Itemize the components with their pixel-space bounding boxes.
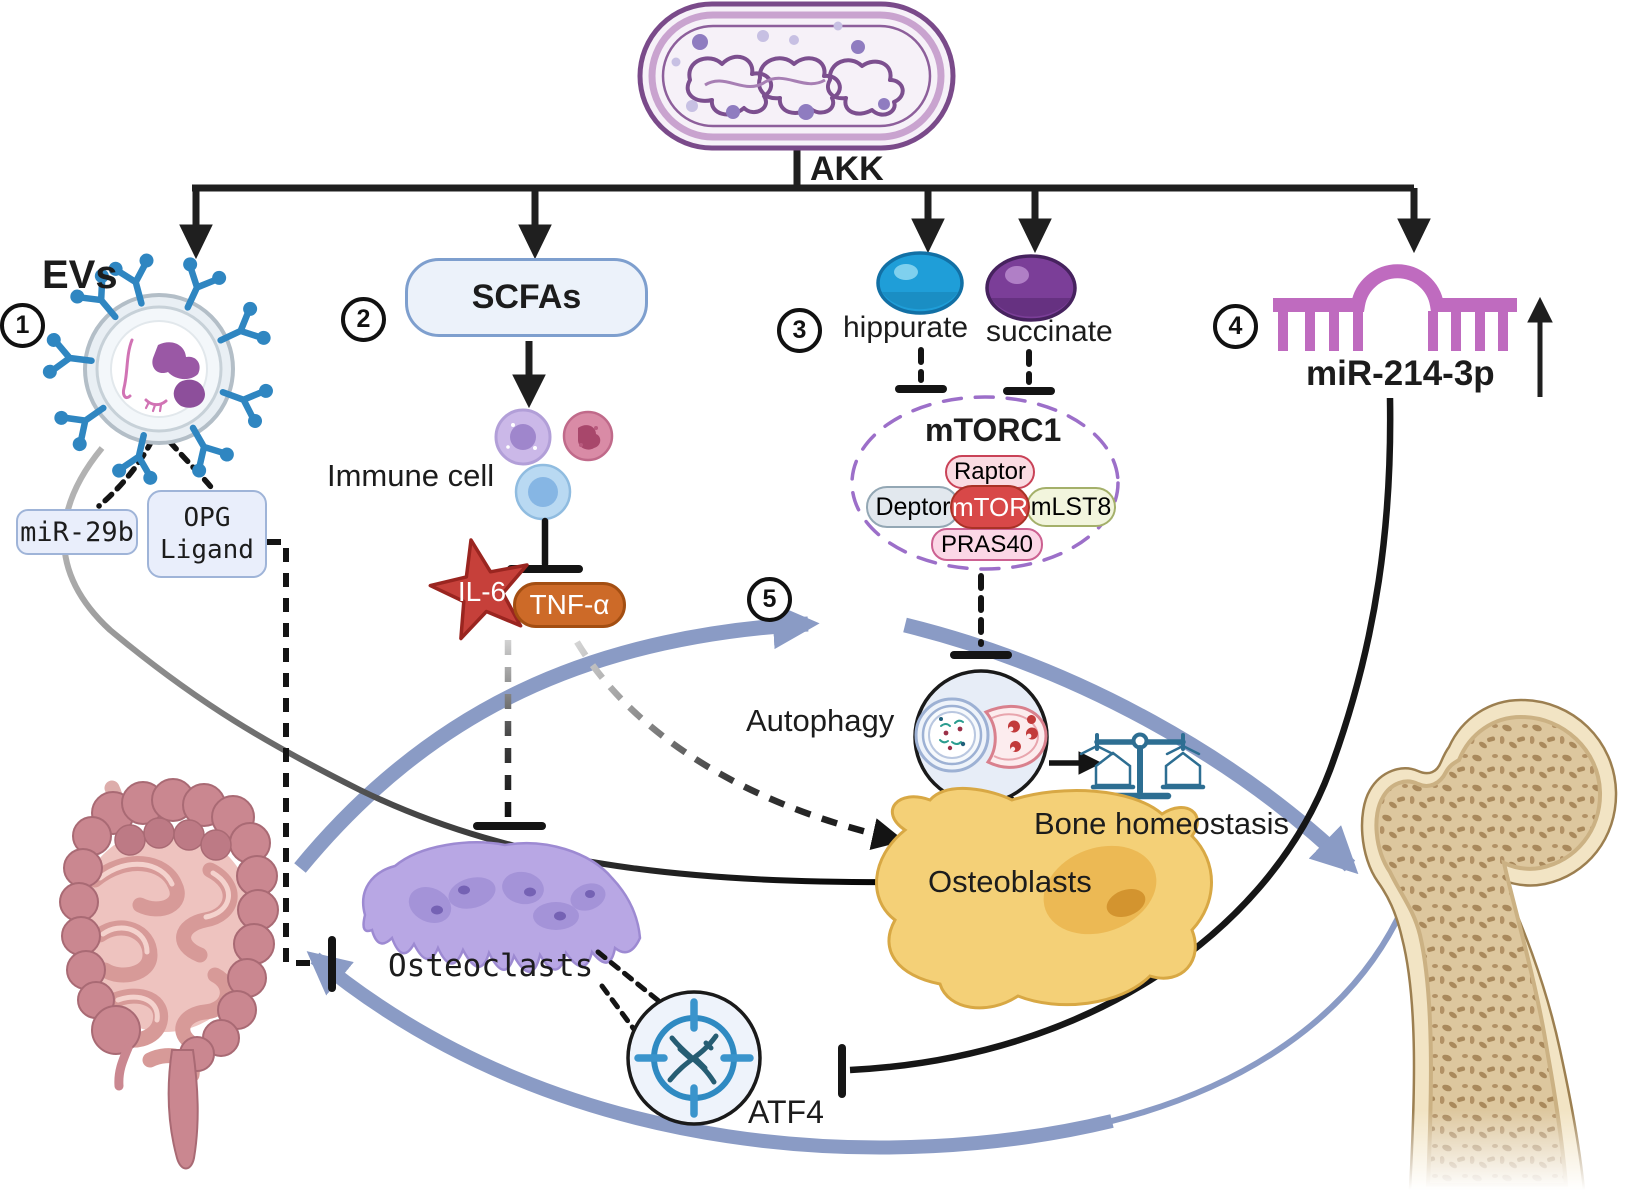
edge-immune-inhibits-cytokines [507, 517, 583, 573]
step-marker-5: 5 [747, 577, 792, 622]
mir214-label: miR-214-3p [1306, 354, 1495, 393]
osteoblast-cell-icon [875, 786, 1213, 1010]
mir29b-box: miR-29b [16, 509, 138, 555]
edge-scfas-to-immune [512, 341, 546, 409]
succinate-icon [985, 254, 1077, 322]
osteoclasts-label: Osteoclasts [388, 948, 594, 984]
deptor-pill: Deptor [866, 486, 960, 528]
scfas-box: SCFAs [405, 258, 648, 337]
branch-arrow-hippurate [911, 188, 945, 254]
mlst8-pill: mLST8 [1026, 487, 1116, 527]
edge-autophagy-to-homeostasis [1049, 751, 1103, 775]
edge-ev-cargo-dashes [96, 437, 214, 509]
bone-icon [1360, 698, 1618, 1190]
hippurate-icon [876, 251, 964, 315]
loop-arrow-gut-to-center [294, 602, 820, 873]
atf4-icon [626, 990, 762, 1126]
akk-label: AKK [810, 150, 884, 188]
hippurate-label: hippurate [843, 311, 969, 344]
edge-osteoclasts-to-atf4 [595, 949, 663, 1035]
osteoclast-cell-icon [362, 841, 642, 973]
mtor-pill: mTOR [950, 485, 1030, 529]
step-marker-4: 4 [1213, 304, 1258, 349]
loop-arrow-bone-tail [1107, 916, 1401, 1125]
immune-cells-icon [494, 408, 614, 521]
balance-scales-icon [1079, 732, 1206, 800]
edge-tnf-to-osteoblasts-dashed [574, 640, 905, 850]
branch-arrow-succinate [1018, 188, 1052, 254]
edge-cytokines-inhibit-osteoclasts [473, 640, 546, 830]
edge-mir214-to-atf4 [849, 397, 1394, 1074]
branch-arrow-scfas [518, 188, 552, 260]
edge-opg-inhibits-osteoclasts [267, 539, 336, 992]
edge-metabolites-inhibit-mtorc1 [895, 347, 1055, 395]
tnf-alpha-pill: TNF-α [513, 582, 626, 628]
branch-arrow-evs [179, 188, 213, 260]
akk-branch-tree [179, 146, 1431, 260]
il6-star-icon [428, 538, 529, 641]
atf4-label: ATF4 [748, 1094, 824, 1130]
autophagy-label: Autophagy [746, 703, 895, 738]
step-marker-2: 2 [341, 297, 386, 342]
ev-vesicle-icon [42, 252, 275, 486]
bone-homeostasis-label: Bone homeostasis [1034, 806, 1290, 841]
branch-arrow-mir214 [1397, 188, 1431, 254]
edge-mtorc1-inhibits-autophagy [950, 573, 1012, 659]
mir214-icon [1273, 264, 1517, 351]
osteoblasts-label: Osteoblasts [928, 864, 1092, 899]
opg-ligand-box: OPG Ligand [147, 490, 267, 578]
edge-evs-to-osteoblasts [61, 446, 923, 898]
intestine-icon [59, 778, 279, 1170]
autophagy-icon [913, 669, 1049, 805]
evs-label: EVs [42, 253, 118, 297]
mtorc1-label: mTORC1 [925, 412, 1062, 448]
pras40-pill: PRAS40 [931, 528, 1043, 561]
raptor-pill: Raptor [945, 455, 1035, 489]
loop-arrow-bottom-to-gut [306, 951, 1114, 1155]
il6-label: IL-6 [457, 576, 507, 607]
succinate-label: succinate [986, 315, 1113, 348]
mir214-up-arrow [1527, 296, 1553, 397]
immune-cell-label: Immune cell [327, 458, 495, 493]
akk-bacterium-icon [637, 1, 956, 151]
step-marker-1: 1 [0, 303, 45, 348]
step-marker-3: 3 [777, 308, 822, 353]
mtorc1-bubble [850, 395, 1120, 571]
